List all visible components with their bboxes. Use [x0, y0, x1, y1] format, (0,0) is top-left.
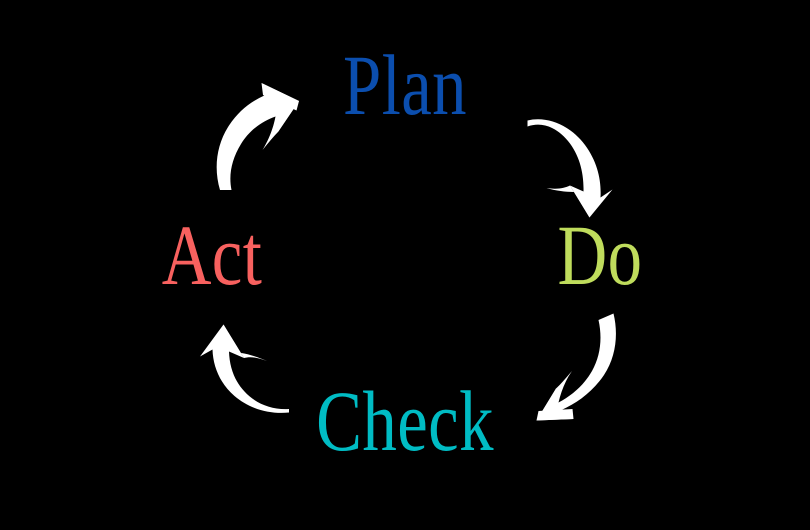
- stage-label-act: Act: [161, 207, 263, 303]
- stage-label-do: Do: [557, 207, 643, 303]
- arrow-plan-to-do: [527, 119, 613, 218]
- stage-label-check: Check: [316, 373, 494, 469]
- stage-label-plan: Plan: [343, 37, 467, 133]
